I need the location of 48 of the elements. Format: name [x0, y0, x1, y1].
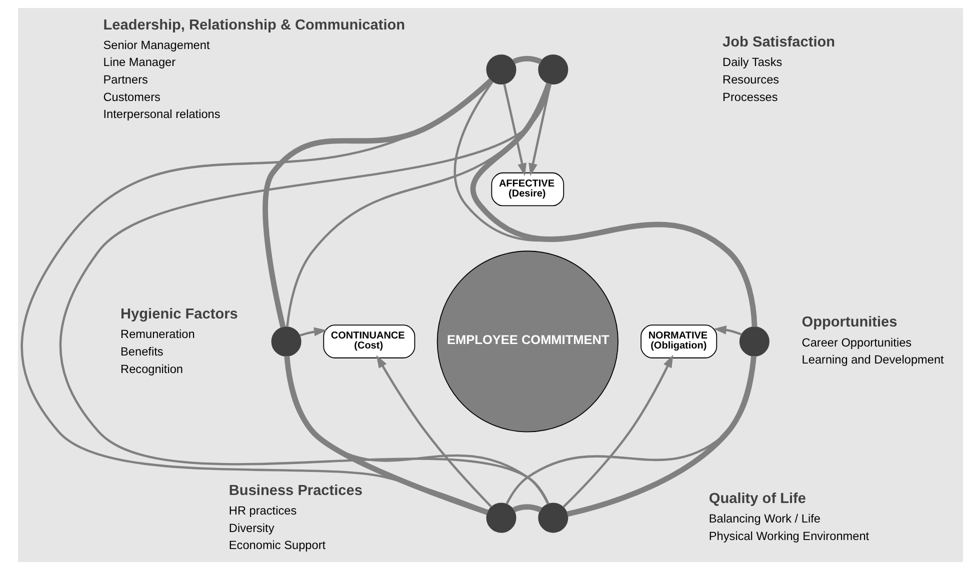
- connector: [286, 83, 550, 327]
- node-label: Benefits: [120, 344, 163, 358]
- node-circle: [538, 54, 568, 85]
- connector: [566, 356, 756, 517]
- arrow: [376, 355, 492, 508]
- node-label: Leadership, Relationship & Communication: [102, 17, 405, 34]
- node-circle: [486, 502, 516, 533]
- node-label: Daily Tasks: [722, 55, 782, 70]
- node-label: Interpersonal relations: [102, 107, 220, 122]
- node-label: Hygienic Factors: [120, 306, 238, 323]
- arrow: [299, 327, 326, 337]
- node-circle: [538, 502, 568, 533]
- node-label: Physical Working Environment: [708, 529, 869, 544]
- connector: [58, 84, 552, 504]
- node-label: Career Opportunities: [801, 335, 912, 350]
- node-label: Balancing Work / Life: [708, 512, 820, 526]
- node-label: Business Practices: [228, 482, 362, 499]
- node-label: Senior Management: [102, 38, 210, 52]
- node-circle: [486, 54, 516, 85]
- node-circle: [738, 326, 769, 356]
- node-label: Recognition: [120, 362, 183, 376]
- node-box: AFFECTIVE (Desire): [490, 172, 564, 206]
- node-label: Learning and Development: [801, 352, 944, 367]
- connector: [284, 356, 488, 515]
- node-label: Line Manager: [102, 55, 176, 70]
- node-label: Opportunities: [801, 314, 897, 331]
- node-circle: EMPLOYEE COMMITMENT: [436, 250, 618, 432]
- connector: [512, 56, 542, 64]
- connector: [512, 504, 542, 512]
- arrow: [528, 84, 551, 176]
- arrow: [502, 84, 526, 176]
- node-label: Partners: [102, 72, 148, 87]
- node-label: Processes: [722, 90, 778, 104]
- node-label: Job Satisfaction: [722, 34, 835, 51]
- connector: [262, 78, 492, 328]
- node-label: Economic Support: [228, 538, 326, 552]
- connector: [284, 356, 549, 504]
- node-label: Customers: [102, 90, 160, 104]
- node-circle: [270, 326, 301, 356]
- node-label: Quality of Life: [708, 491, 806, 508]
- arrow: [562, 354, 673, 508]
- node-label: Resources: [722, 72, 779, 87]
- node-label: Remuneration: [120, 327, 194, 342]
- node-box: NORMATIVE (Obligation): [640, 324, 717, 358]
- node-label: Diversity: [228, 520, 274, 535]
- node-label: HR practices: [228, 504, 296, 518]
- node-box: CONTINUANCE (Cost): [322, 324, 415, 358]
- arrow: [713, 325, 742, 336]
